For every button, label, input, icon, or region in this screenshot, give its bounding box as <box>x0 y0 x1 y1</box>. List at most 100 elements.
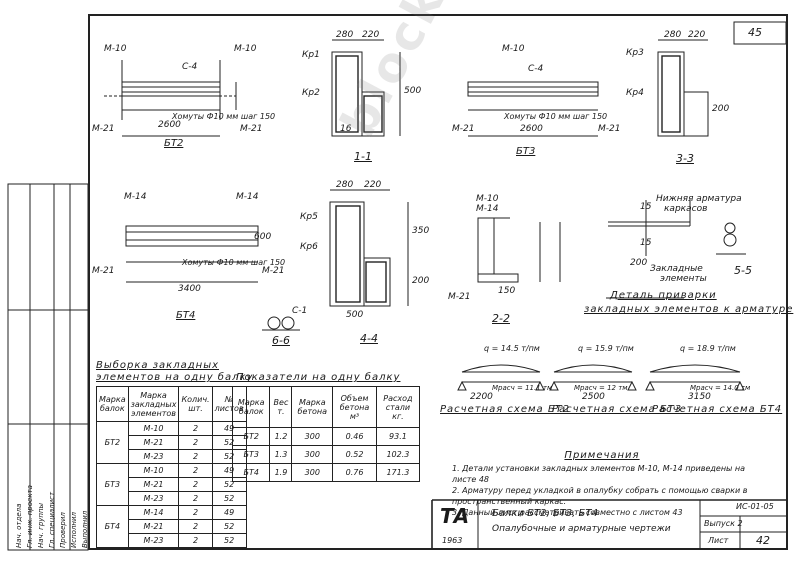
calc-moment-bt4: Mрасч = 14.0 тм <box>690 384 751 392</box>
table-cell: БТ3 <box>96 463 129 506</box>
table-cell: 93.1 <box>375 427 421 446</box>
table-cell: 0.46 <box>332 427 377 446</box>
element-label-c1: С-1 <box>292 306 308 316</box>
welding-detail-title-2: закладных элементов к арматуре <box>584 304 794 315</box>
table-cell: М-21 <box>127 519 180 534</box>
table-header-cell: Марка балок <box>231 386 271 428</box>
calc-span-bt3: 2500 <box>582 392 605 402</box>
left-stamp-row: Исполнил <box>70 511 78 548</box>
beam-label-bt2: БТ2 <box>164 138 184 149</box>
table-cell: 300 <box>291 427 334 446</box>
stamp-title-line2: Опалубочные и арматурные чертежи <box>492 524 671 534</box>
beam-label-bt3: БТ3 <box>516 146 536 157</box>
section-label-3-3: 3-3 <box>676 152 694 165</box>
element-label-m21-bt2: М-21 <box>92 124 115 134</box>
element-label-m21-bt3: М-21 <box>452 124 475 134</box>
dim-4-4-top-a: 280 <box>336 180 354 190</box>
notes-block: Примечания 1. Детали установки закладных… <box>452 450 752 518</box>
left-stamp-row: Гл. инж. проекта <box>26 485 34 548</box>
section-label-6-6: 6-6 <box>272 334 290 347</box>
element-label-m21-bt4-right: М-21 <box>262 266 285 276</box>
element-label-m14-bt4-right: М-14 <box>236 192 259 202</box>
dim-3-3-200: 200 <box>712 104 730 114</box>
dim-3-3-top-b: 220 <box>688 30 706 40</box>
table-cell: М-21 <box>127 435 180 450</box>
element-label-kr3: Кр3 <box>626 48 644 58</box>
dim-5-5-15b: 15 <box>640 238 652 248</box>
table-cell: М-21 <box>127 477 180 492</box>
dim-5-5-200: 200 <box>630 258 648 268</box>
sheet-number: 42 <box>756 534 770 547</box>
calc-span-bt4: 3150 <box>688 392 711 402</box>
calc-load-bt2: q = 14.5 т/пм <box>484 344 540 353</box>
calc-span-bt2: 2200 <box>470 392 493 402</box>
issue-label: Выпуск 2 <box>704 519 743 528</box>
table-cell: 2 <box>178 477 213 492</box>
element-label-m10-bt2-right: М-10 <box>234 44 257 54</box>
table-cell: 52 <box>211 519 247 534</box>
page-number-top: 45 <box>748 26 762 39</box>
table-cell: М-23 <box>127 491 180 506</box>
dim-4-4-200: 200 <box>412 276 430 286</box>
table-cell: 2 <box>178 421 213 436</box>
table-header-cell: Вес т. <box>269 386 293 428</box>
dim-1-1-height: 500 <box>404 86 422 96</box>
dim-1-1-top-a: 280 <box>336 30 354 40</box>
table-cell: 0.76 <box>332 463 377 482</box>
table-header-row: Марка балок Марка закладных элементов Ко… <box>96 386 247 422</box>
embedded-table-title: Выборка закладных <box>96 360 220 371</box>
table-header-cell: Марка бетона <box>291 386 334 428</box>
sheet-label: Лист <box>708 536 729 545</box>
table-cell: 1.9 <box>269 463 293 482</box>
element-label-m10-22: М-10 <box>476 194 499 204</box>
dim-bt4-600: 600 <box>254 232 272 242</box>
table-cell: М-23 <box>127 533 180 548</box>
element-label-kr5: Кр5 <box>300 212 318 222</box>
logo: ТА <box>440 504 470 528</box>
table-cell: 2 <box>178 519 213 534</box>
table-cell: 300 <box>291 463 334 482</box>
table-cell: 2 <box>178 435 213 450</box>
beam-label-bt4: БТ4 <box>176 310 196 321</box>
dim-4-4-500: 500 <box>346 310 364 320</box>
element-label-kr2: Кр2 <box>302 88 320 98</box>
dim-5-5-15: 15 <box>640 202 652 212</box>
beam-length-bt3: 2600 <box>520 124 543 134</box>
welding-note-top: Нижняя арматура <box>656 194 742 204</box>
element-label-m14-22: М-14 <box>476 204 499 214</box>
table-header-row: Марка балок Вес т. Марка бетона Объем бе… <box>231 386 421 428</box>
sheet-frame <box>88 14 788 550</box>
left-stamp-row: Нач. группы <box>37 502 45 548</box>
calc-scheme-bt2: Расчетная схема БТ2 <box>440 404 571 415</box>
table-cell: 2 <box>178 463 213 478</box>
stirrups-note-bt2: Хомуты Ф10 мм шаг 150 <box>172 112 276 121</box>
beam-length-bt2: 2600 <box>158 120 181 130</box>
welding-note-bottom: Закладные <box>650 264 703 274</box>
beam-length-bt4: 3400 <box>178 284 201 294</box>
left-stamp: Нач. отдела Гл. инж. проекта Нач. группы… <box>14 485 91 548</box>
embedded-table-title-2: элементов на одну балку <box>96 372 254 383</box>
table-cell: 2 <box>178 449 213 464</box>
table-header-cell: Марка закладных элементов <box>127 386 180 422</box>
stirrups-note-bt4: Хомуты Ф10 мм шаг 150 <box>182 258 286 267</box>
section-label-4-4: 4-4 <box>360 332 378 345</box>
table-header-cell: Расход стали кг. <box>375 386 421 428</box>
logo-year: 1963 <box>442 536 463 545</box>
table-cell: БТ4 <box>96 505 129 548</box>
table-cell: 300 <box>291 445 334 464</box>
table-cell: М-14 <box>127 505 180 520</box>
table-cell: 52 <box>211 491 247 506</box>
element-label-kr4: Кр4 <box>626 88 644 98</box>
stirrups-note-bt3: Хомуты Ф10 мм шаг 150 <box>504 112 608 121</box>
calc-load-bt4: q = 18.9 т/пм <box>680 344 736 353</box>
calc-moment-bt3: Mрасч = 12 тм <box>574 384 628 392</box>
dim-1-1-top-b: 220 <box>362 30 380 40</box>
table-cell: 1.2 <box>269 427 293 446</box>
calc-scheme-bt4: Расчетная схема БТ4 <box>652 404 783 415</box>
